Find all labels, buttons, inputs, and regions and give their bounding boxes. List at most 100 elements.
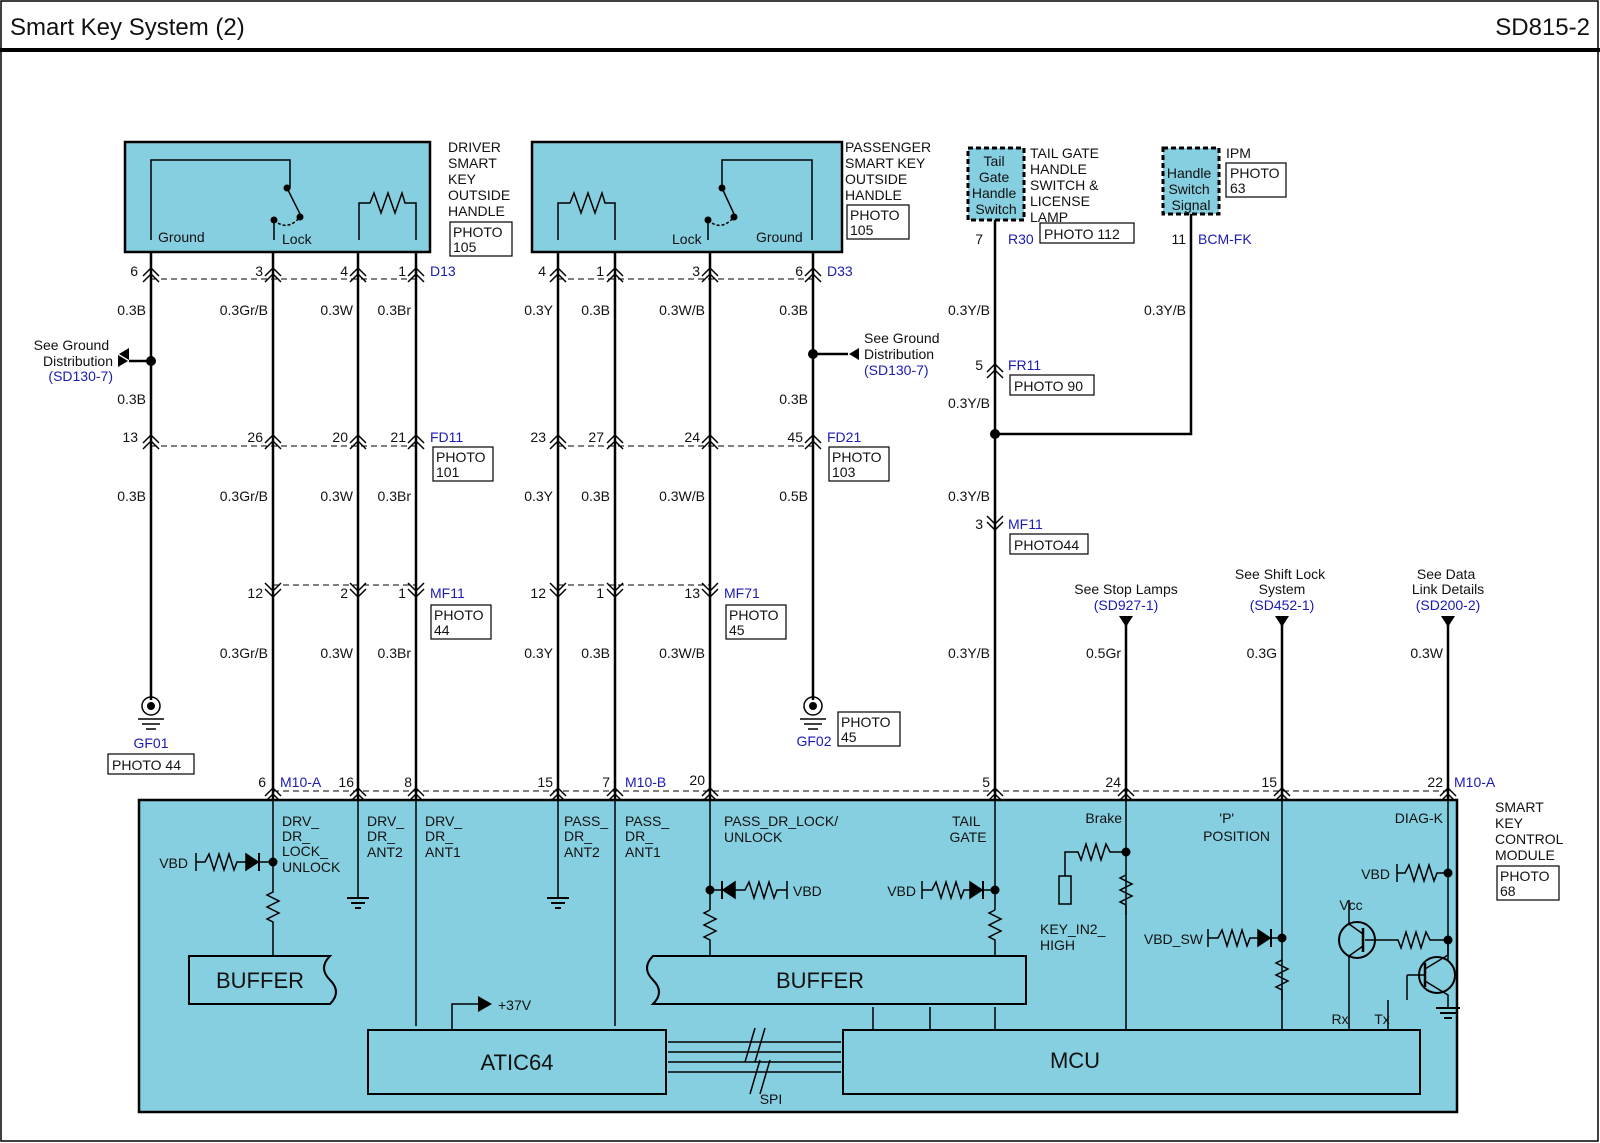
svg-text:1: 1 [596, 263, 604, 279]
fr11-connector: 5 FR11 PHOTO 90 [975, 357, 1095, 396]
sig-tail-gate: TAIL GATE [949, 813, 986, 845]
svg-text:0.3Gr/B: 0.3Gr/B [220, 302, 268, 318]
diagram-code: SD815-2 [1495, 14, 1590, 41]
connector-chevron [804, 266, 822, 283]
svg-text:22: 22 [1427, 774, 1443, 790]
spi-label: SPI [760, 1091, 783, 1107]
module-name: SMART KEY CONTROL MODULE [1495, 799, 1567, 863]
connector-chevron [549, 433, 567, 450]
svg-text:0.3Y/B: 0.3Y/B [948, 645, 990, 661]
svg-text:13: 13 [684, 585, 700, 601]
vcc-label: Vcc [1339, 897, 1362, 913]
svg-text:24: 24 [684, 429, 700, 445]
ground-gf01: GF01 PHOTO 44 [107, 696, 195, 775]
connector-chevron [264, 433, 282, 450]
tailgate-switch: Tail Gate Handle Switch TAIL GATE HANDLE… [966, 145, 1135, 247]
svg-text:0.3B: 0.3B [779, 391, 808, 407]
connector-chevron [701, 582, 719, 599]
svg-text:MF11: MF11 [1008, 516, 1043, 532]
buffer-1 [188, 955, 337, 1005]
ref-data-link: See Data Link Details (SD200-2) [1412, 566, 1484, 627]
connector-chevron [804, 433, 822, 450]
svg-text:0.3Y: 0.3Y [524, 488, 553, 504]
fd21-connector: 23 27 24 45 FD21 PHOTO 103 [530, 429, 890, 482]
svg-text:M10-A: M10-A [1454, 774, 1496, 790]
svg-text:2: 2 [340, 585, 348, 601]
passenger-handle: Lock Ground PASSENGER SMART KEY OUTSIDE … [530, 139, 935, 254]
svg-text:(SD452-1): (SD452-1) [1250, 597, 1315, 613]
wire-labels-row2: 0.3B 0.3B 0.3Y/B [117, 391, 990, 411]
connector-chevron [142, 433, 160, 450]
atic64-label: ATIC64 [481, 1050, 554, 1075]
connector-chevron [142, 266, 160, 283]
svg-text:15: 15 [1261, 774, 1277, 790]
sig-p-position: 'P' POSITION [1203, 810, 1270, 844]
svg-text:(SD200-2): (SD200-2) [1416, 597, 1481, 613]
svg-text:0.3Br: 0.3Br [378, 302, 412, 318]
svg-text:PHOTO 45: PHOTO 45 [729, 607, 782, 638]
svg-text:0.3Y: 0.3Y [524, 302, 553, 318]
svg-text:16: 16 [338, 774, 354, 790]
svg-text:8: 8 [404, 774, 412, 790]
rx-label: Rx [1331, 1011, 1348, 1027]
connector-chevron [606, 266, 624, 283]
sig-diag-k: DIAG-K [1395, 810, 1444, 826]
svg-text:4: 4 [340, 263, 348, 279]
connector-chevron [549, 266, 567, 283]
svg-text:See Data Link Details: See Data Link Details [1412, 566, 1484, 597]
tailgate-name: TAIL GATE HANDLE SWITCH & LICENSE LAMP [1030, 145, 1103, 225]
ipm-name: IPM [1226, 145, 1251, 161]
vbd-label-3: VBD [887, 883, 916, 899]
svg-text:FR11: FR11 [1008, 357, 1041, 373]
svg-text:PHOTO 45: PHOTO 45 [841, 714, 894, 745]
buffer-1-label: BUFFER [216, 968, 304, 993]
svg-text:0.3W/B: 0.3W/B [659, 302, 705, 318]
svg-text:0.3B: 0.3B [117, 488, 146, 504]
ground-gf02: GF02 PHOTO 45 [796, 696, 901, 749]
svg-text:0.3Br: 0.3Br [378, 488, 412, 504]
v37-label: +37V [498, 997, 532, 1013]
connector-chevron [264, 266, 282, 283]
ground-ref-left: See Ground Distribution (SD130-7) [34, 337, 156, 384]
svg-text:0.3B: 0.3B [117, 302, 146, 318]
svg-text:0.3W/B: 0.3W/B [659, 488, 705, 504]
svg-text:0.3B: 0.3B [117, 391, 146, 407]
svg-text:GF02: GF02 [796, 733, 831, 749]
svg-text:PHOTO 101: PHOTO 101 [436, 449, 489, 480]
svg-text:23: 23 [530, 429, 546, 445]
mf11-connector: 12 2 1 MF11 PHOTO 44 [247, 585, 492, 640]
svg-text:0.3B: 0.3B [779, 302, 808, 318]
connector-chevron [349, 433, 367, 450]
svg-text:MF71: MF71 [724, 585, 760, 601]
passenger-handle-name: PASSENGER SMART KEY OUTSIDE HANDLE [845, 139, 935, 203]
d13-pins: 6 3 4 1 D13 [130, 263, 456, 279]
svg-text:12: 12 [247, 585, 263, 601]
svg-text:(SD927-1): (SD927-1) [1094, 597, 1159, 613]
svg-text:13: 13 [122, 429, 138, 445]
svg-text:6: 6 [795, 263, 803, 279]
svg-text:0.3W/B: 0.3W/B [659, 645, 705, 661]
connector-chevron [986, 515, 1004, 532]
tailgate-connector: R30 [1008, 231, 1034, 247]
svg-text:15: 15 [537, 774, 553, 790]
svg-text:6: 6 [258, 774, 266, 790]
svg-text:3: 3 [975, 516, 983, 532]
d33-pins: 4 1 3 6 D33 [538, 263, 853, 279]
vbd-label-1: VBD [159, 855, 188, 871]
connector-chevron [986, 362, 1004, 379]
wire-labels-row3: 0.3B 0.3Gr/B 0.3W 0.3Br 0.3Y 0.3B 0.3W/B… [117, 488, 990, 504]
svg-text:See Ground Distribution: See Ground Distribution [864, 330, 943, 362]
driver-handle-photo: PHOTO 105 [453, 224, 506, 255]
sig-drv-ant1: DRV_ DR_ ANT1 [425, 813, 466, 860]
connector-chevron [701, 266, 719, 283]
svg-text:0.3Gr/B: 0.3Gr/B [220, 645, 268, 661]
ipm-module: Handle Switch Signal IPM PHOTO 63 11 BCM… [1161, 145, 1287, 247]
svg-text:See Stop Lamps: See Stop Lamps [1074, 581, 1178, 597]
svg-text:5: 5 [975, 357, 983, 373]
svg-text:26: 26 [247, 429, 263, 445]
buffer-2-label: BUFFER [776, 968, 864, 993]
svg-text:PHOTO 90: PHOTO 90 [1014, 378, 1083, 394]
ipm-connector: BCM-FK [1198, 231, 1252, 247]
svg-text:1: 1 [398, 585, 406, 601]
svg-text:0.5Gr: 0.5Gr [1086, 645, 1121, 661]
